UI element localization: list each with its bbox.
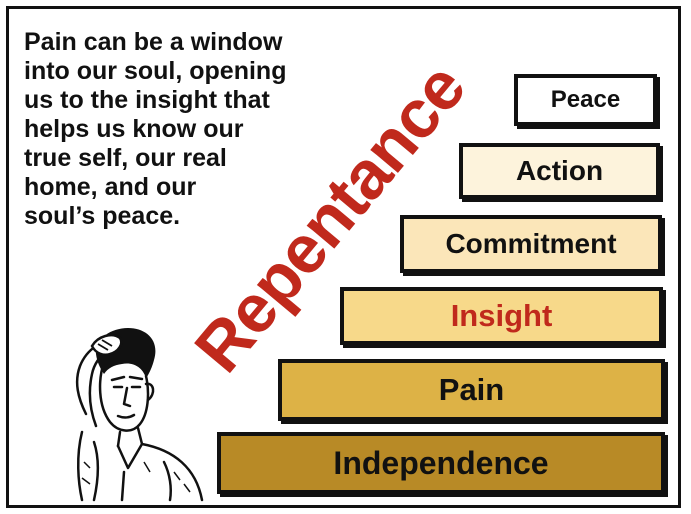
step-action: Action <box>459 143 660 199</box>
step-peace: Peace <box>514 74 657 126</box>
step-independence: Independence <box>217 432 665 494</box>
step-insight: Insight <box>340 287 663 345</box>
quote-text: Pain can be a window into our soul, open… <box>24 28 287 230</box>
thinking-boy-illustration <box>75 328 204 502</box>
step-pain: Pain <box>278 359 665 421</box>
step-commitment: Commitment <box>400 215 662 273</box>
